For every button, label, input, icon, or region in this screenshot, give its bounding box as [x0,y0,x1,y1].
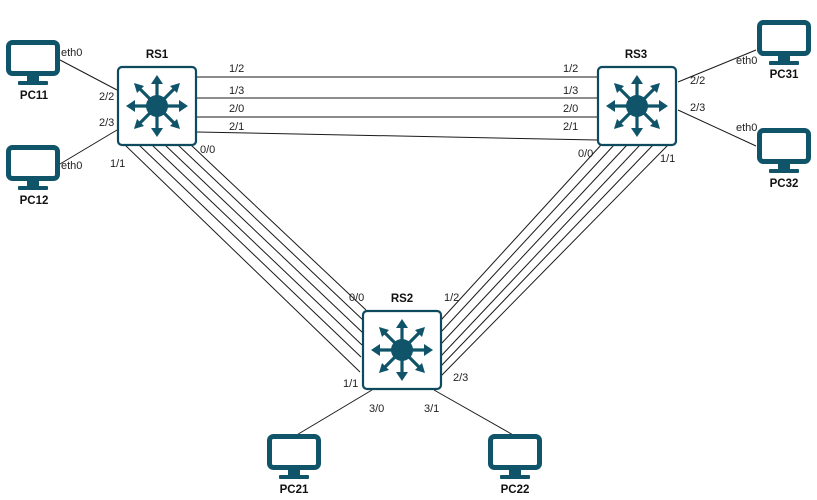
pc-pc11[interactable]: PC11 [9,43,58,103]
link-rs1-rs2-b [138,144,362,358]
port-label: 0/0 [578,148,593,160]
node-label-pc11: PC11 [20,90,49,102]
link-pc11-rs1 [59,59,118,91]
node-label-pc32: PC32 [770,178,799,190]
link-rs1-rs3-2-1 [196,131,598,141]
link-rs3-rs2-d [440,144,641,357]
monitor-icon [760,23,809,66]
pc-pc22[interactable]: PC22 [491,437,540,497]
port-label: 0/0 [200,144,215,156]
monitor-icon [9,148,58,191]
port-label: eth0 [61,47,82,59]
port-label: 2/1 [229,121,244,133]
link-rs3-rs2-f [440,144,669,377]
port-label: 2/1 [563,121,578,133]
link-rs1-rs2-f [190,144,367,311]
port-label: 1/2 [444,292,459,304]
port-label: 1/1 [343,378,358,390]
switch-rs3[interactable]: RS3 [596,49,678,147]
pc-pc31[interactable]: PC31 [760,23,809,82]
link-rs1-rs2-a [124,144,361,373]
port-label: 3/1 [424,403,439,415]
node-label-rs2: RS2 [391,293,413,305]
pc-pc32[interactable]: PC32 [760,131,809,191]
port-label: 2/0 [563,103,578,115]
port-label: 1/2 [229,63,244,75]
port-label: 2/2 [690,75,705,87]
link-pc22-rs2 [433,389,516,437]
port-label: eth0 [736,55,757,67]
node-label-pc12: PC12 [20,195,49,207]
monitor-icon [9,43,58,86]
link-rs1-rs2-c [151,144,363,346]
l3-switch-icon [596,65,678,147]
link-rs3-rs2-a [440,144,602,321]
links [59,49,757,437]
port-label: 0/0 [349,292,364,304]
switch-rs1[interactable]: RS1 [116,49,198,147]
l3-switch-icon [361,309,443,391]
monitor-icon [491,437,540,480]
node-label-pc31: PC31 [770,69,799,81]
port-label: eth0 [61,160,82,172]
port-label: 2/0 [229,103,244,115]
link-rs3-rs2-e [440,144,654,367]
monitor-icon [270,437,319,480]
l3-switch-icon [116,65,198,147]
node-label-rs1: RS1 [146,49,169,61]
port-label: eth0 [736,122,757,134]
node-label-pc22: PC22 [501,484,530,496]
port-label: 1/1 [660,153,675,165]
port-label: 1/3 [229,85,244,97]
port-label: 1/1 [110,158,125,170]
link-rs1-rs2-d [164,144,364,334]
link-pc12-rs1 [59,129,118,165]
port-label: 2/3 [99,117,114,129]
switch-rs2[interactable]: RS2 [361,293,443,391]
port-label: 2/3 [453,372,468,384]
link-rs1-rs2-e [177,144,365,322]
node-label-pc21: PC21 [280,484,309,496]
pc-pc12[interactable]: PC12 [9,148,58,208]
link-rs3-rs2-c [440,144,628,345]
link-rs3-rs2-b [440,144,615,333]
pc-pc21[interactable]: PC21 [270,437,319,497]
port-labels: eth0 eth0 eth0 eth0 2/2 2/3 1/1 0/0 1/2 … [61,47,757,415]
monitor-icon [760,131,809,174]
link-pc32-rs3 [677,109,757,147]
port-label: 1/3 [563,85,578,97]
port-label: 2/2 [99,91,114,103]
port-label: 3/0 [369,403,384,415]
port-label: 1/2 [563,63,578,75]
node-label-rs3: RS3 [625,49,647,61]
link-pc31-rs3 [677,49,757,83]
port-label: 2/3 [690,102,705,114]
link-pc21-rs2 [294,389,373,437]
